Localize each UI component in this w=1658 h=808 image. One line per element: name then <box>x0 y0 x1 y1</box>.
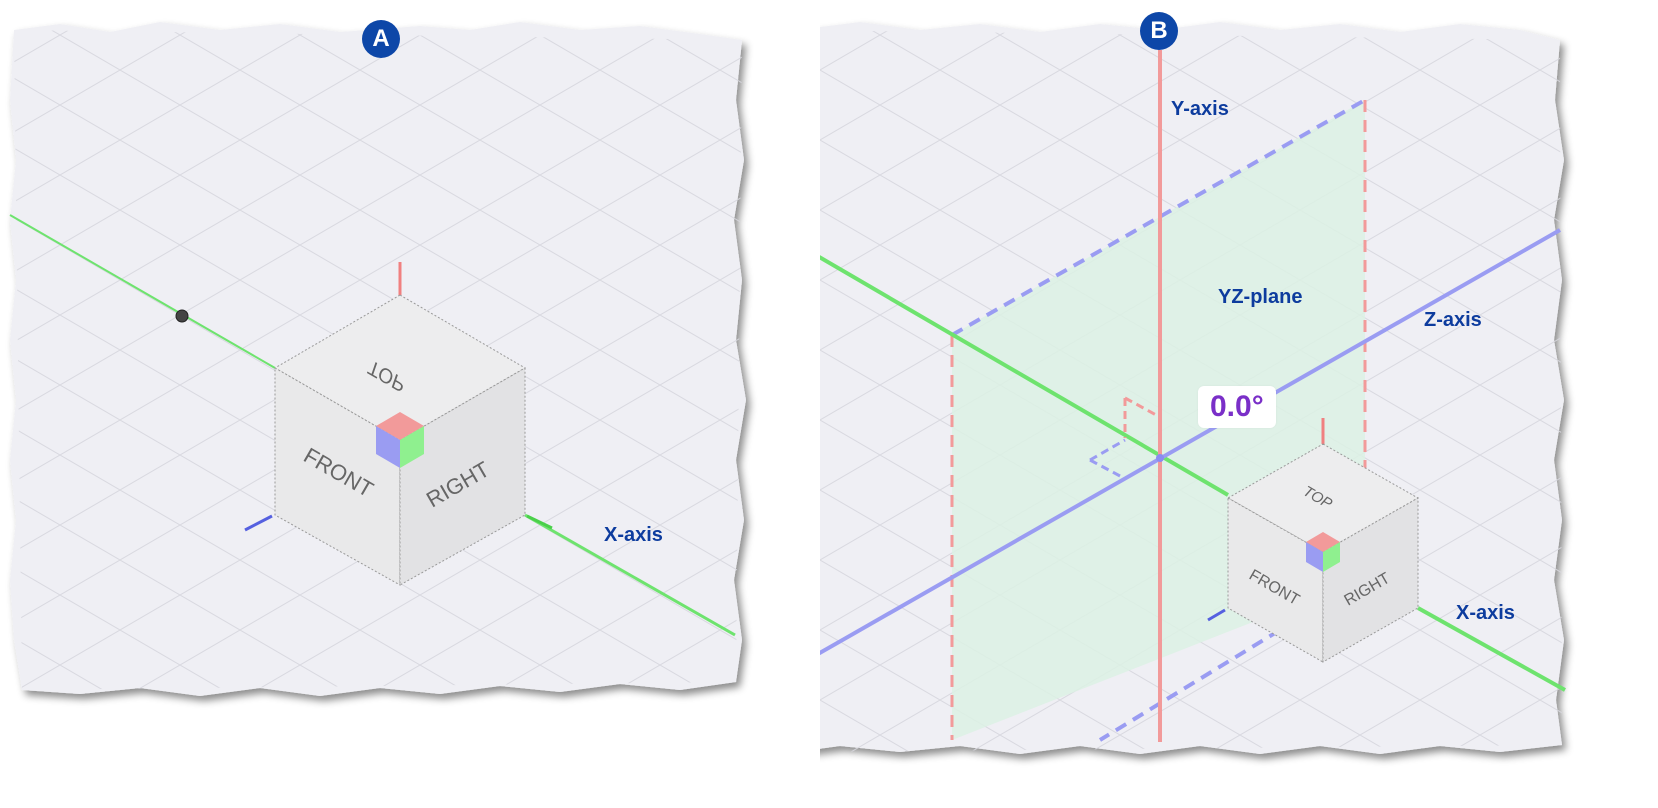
panel-a-badge: A <box>362 20 400 58</box>
y-axis-label: Y-axis <box>1171 98 1229 120</box>
angle-value-input[interactable]: 0.0° <box>1198 386 1276 428</box>
z-axis-label: Z-axis <box>1424 309 1482 331</box>
yz-plane-label: YZ-plane <box>1218 286 1303 308</box>
x-axis-line <box>820 255 1230 497</box>
viewport-b-canvas[interactable]: TOP FRONT RIGHT <box>820 0 1658 808</box>
view-cube-corner-right[interactable] <box>1323 542 1340 572</box>
angle-arc-y <box>1123 396 1159 438</box>
view-cube[interactable]: TOP FRONT RIGHT <box>1226 443 1420 663</box>
axis-marker-dot[interactable] <box>175 309 189 323</box>
angle-arc-z <box>1089 438 1126 478</box>
view-cube-right-face[interactable] <box>1322 497 1419 663</box>
view-cube-corner-front[interactable] <box>376 426 400 468</box>
z-axis-line <box>820 228 1561 656</box>
viewport-panel-a[interactable]: TOP FRONT RIGHT A X-axis <box>0 0 800 760</box>
x-axis-label: X-axis <box>1456 602 1515 624</box>
viewport-a-canvas[interactable]: TOP FRONT RIGHT <box>0 0 800 760</box>
view-cube-corner-right[interactable] <box>400 426 424 468</box>
x-axis-line <box>9 214 276 369</box>
x-axis-line-positive <box>524 513 736 637</box>
viewport-panel-b[interactable]: TOP FRONT RIGHT B Y-axis YZ-plane Z-axis… <box>820 0 1658 808</box>
origin-point[interactable] <box>1156 454 1164 462</box>
x-axis-label: X-axis <box>604 524 663 546</box>
view-cube-corner-front[interactable] <box>1306 542 1323 572</box>
view-cube-front-face[interactable] <box>1227 497 1324 663</box>
z-axis-stub <box>244 514 273 532</box>
x-axis-line-positive <box>1417 606 1566 692</box>
z-axis-stub <box>1207 608 1226 622</box>
view-cube-right-face[interactable] <box>399 367 526 586</box>
panel-b-badge: B <box>1140 12 1178 50</box>
view-cube[interactable]: TOP FRONT RIGHT <box>274 294 526 586</box>
x-axis-stub <box>526 514 553 530</box>
